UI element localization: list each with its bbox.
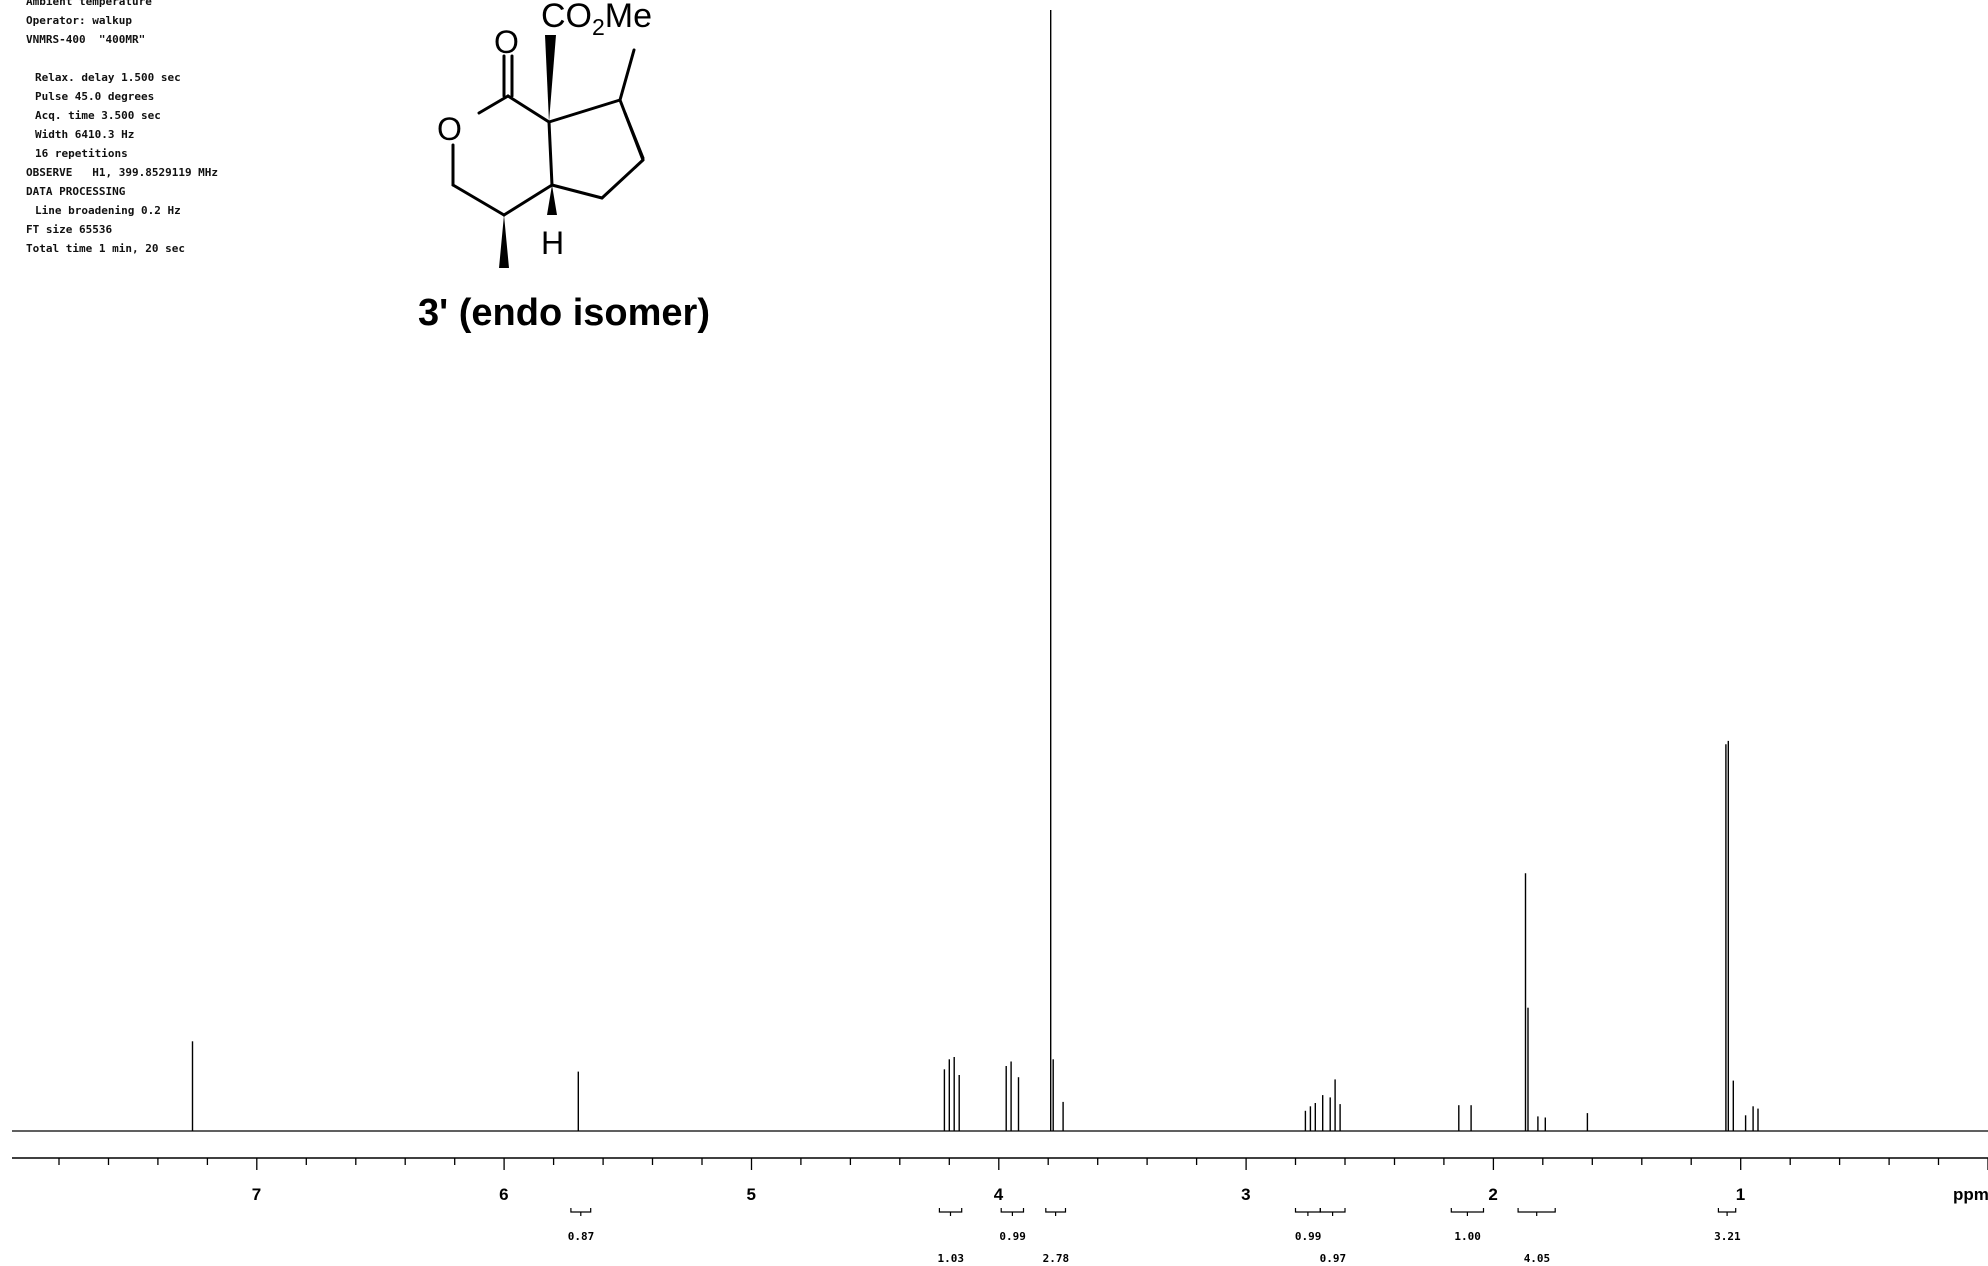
param-line: Width 6410.3 Hz — [35, 128, 135, 141]
ester-label-me: Me — [605, 0, 652, 35]
ring-bond — [506, 94, 551, 124]
param-line: Operator: walkup — [26, 14, 132, 27]
integral-bracket — [1294, 1208, 1321, 1216]
ppm-axis: 7 6 5 4 3 2 1 — [12, 1157, 1988, 1204]
ring-bond — [600, 158, 645, 200]
wedge-bond-ester — [545, 35, 556, 122]
integral-value: 4.05 — [1524, 1252, 1551, 1265]
x-tick-label: 6 — [499, 1185, 508, 1204]
ester-label-subscript: 2 — [592, 14, 605, 40]
wedge-bond-hydrogen — [547, 185, 557, 215]
integral-bracket — [1717, 1208, 1737, 1216]
integral-value: 3.21 — [1714, 1230, 1741, 1243]
wedge-bond-methyl — [499, 215, 509, 268]
compound-caption: 3' (endo isomer) — [418, 292, 710, 334]
integral-value: 2.78 — [1043, 1252, 1070, 1265]
integral-value: 1.00 — [1454, 1230, 1481, 1243]
integral-value: 0.87 — [568, 1230, 595, 1243]
param-line: Ambient temperature — [26, 0, 152, 8]
ring-bond — [547, 98, 622, 124]
param-line: Pulse 45.0 degrees — [35, 90, 155, 103]
ring-bond — [502, 183, 554, 217]
ring-bond — [550, 183, 604, 200]
hydrogen-label: H — [541, 225, 564, 261]
integral-value: 1.03 — [938, 1252, 965, 1265]
carbonyl-oxygen-label: O — [494, 24, 519, 60]
integral-value: 0.97 — [1320, 1252, 1347, 1265]
integral-bracket — [570, 1208, 592, 1216]
integral-bracket — [1450, 1208, 1485, 1216]
param-line: FT size 65536 — [26, 223, 113, 236]
x-tick-label: 3 — [1241, 1185, 1250, 1204]
param-line: Acq. time 3.500 sec — [35, 109, 161, 122]
integral-bracket — [1517, 1208, 1556, 1216]
param-line: Relax. delay 1.500 sec — [35, 71, 181, 84]
x-tick-label: 5 — [747, 1185, 756, 1204]
param-line: OBSERVE H1, 399.8529119 MHz — [26, 166, 219, 179]
integral-value: 0.99 — [999, 1230, 1026, 1243]
param-line: DATA PROCESSING — [26, 185, 126, 198]
param-line: Total time 1 min, 20 sec — [26, 242, 185, 255]
ring-bond — [547, 120, 554, 187]
x-axis-label: ppm — [1953, 1185, 1988, 1204]
peak-markers — [191, 10, 1759, 1131]
chemical-structure — [451, 35, 645, 268]
ring-bond — [451, 183, 506, 217]
alkene-bond — [623, 111, 645, 160]
x-tick-label: 1 — [1736, 1185, 1745, 1204]
x-tick-label: 7 — [252, 1185, 261, 1204]
ring-bond — [477, 94, 510, 115]
integral-bracket — [938, 1208, 963, 1216]
integral-bracket — [1319, 1208, 1346, 1216]
param-line: Line broadening 0.2 Hz — [35, 204, 181, 217]
integral-value: 0.99 — [1295, 1230, 1322, 1243]
x-tick-label: 4 — [994, 1185, 1004, 1204]
ester-label: CO2Me — [541, 0, 652, 40]
integral-bracket — [1000, 1208, 1025, 1216]
param-line: 16 repetitions — [35, 147, 128, 160]
x-tick-label: 2 — [1488, 1185, 1497, 1204]
param-line: VNMRS-400 "400MR" — [26, 33, 146, 46]
integral-bracket — [1045, 1208, 1067, 1216]
integral-group: 0.87 1.03 0.99 2.78 0.99 0.97 1.00 4.05 3.21 — [568, 1208, 1741, 1265]
methyl-bond — [618, 48, 636, 102]
ring-oxygen-label: O — [437, 111, 462, 147]
